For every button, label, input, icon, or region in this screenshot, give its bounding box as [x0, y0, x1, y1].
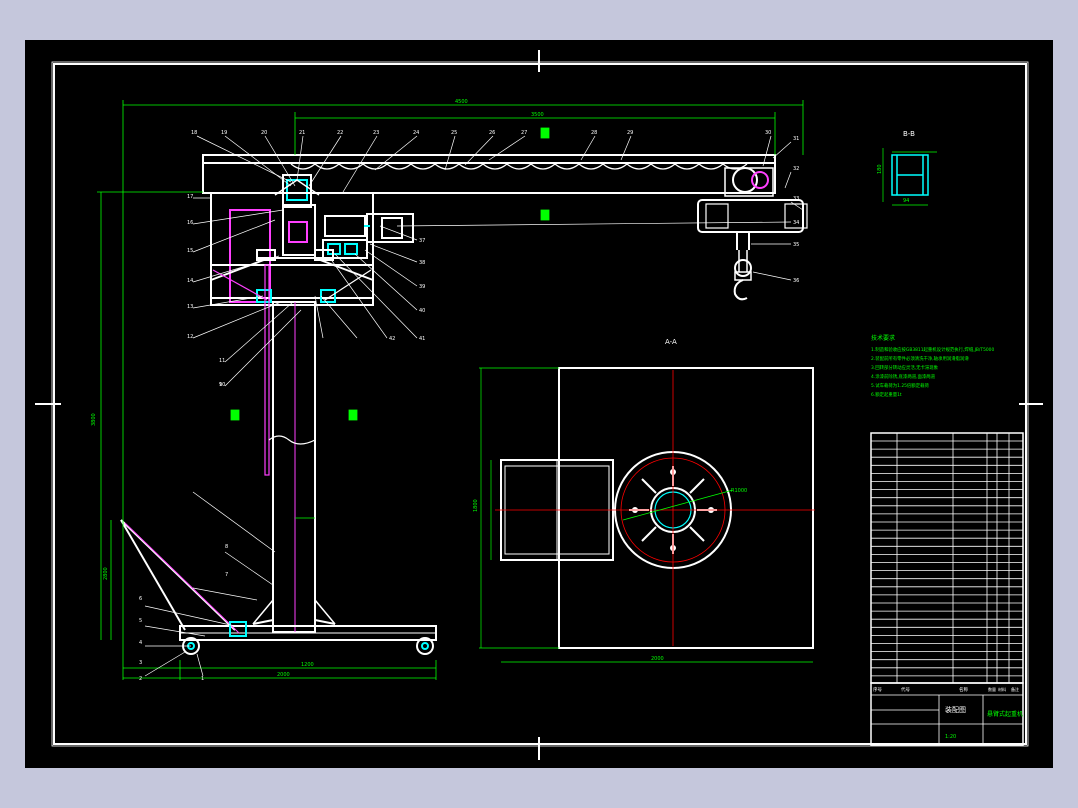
part-number-label: 31 — [793, 136, 799, 142]
part-number-label: 12 — [187, 334, 193, 340]
note-line: 5.试车载荷为1.25倍额定载荷 — [871, 382, 929, 389]
part-number-label: 2 — [139, 676, 142, 682]
part-number-label: 41 — [419, 336, 425, 342]
parts-list — [870, 432, 1024, 746]
notes-title: 技术要求 — [871, 334, 895, 342]
dim-base-span: 2000 — [277, 672, 290, 678]
part-number-label: 40 — [419, 308, 425, 314]
section-b-b — [882, 148, 937, 206]
part-number-label: 7 — [225, 572, 228, 578]
part-number-label: 24 — [413, 130, 419, 136]
part-number-label: 8 — [225, 544, 228, 550]
part-number-label: 9 — [219, 382, 222, 388]
part-number-label: 30 — [765, 130, 771, 136]
part-number-label: 20 — [261, 130, 267, 136]
part-number-label: 3 — [139, 660, 142, 666]
dim-overall-height: 3800 — [91, 413, 97, 426]
header-col: 代号 — [901, 686, 910, 693]
part-number-label: 25 — [451, 130, 457, 136]
technical-notes: 技术要求 1.制造和验收应按GB3811起重机设计规范执行,焊缝,JB/T500… — [871, 334, 994, 398]
dim-beam-width: 94 — [903, 198, 909, 204]
part-number-label: 1 — [201, 676, 204, 682]
part-number-label: 15 — [187, 248, 193, 254]
note-line: 2.装配前所有零件必须清洗干净,轴承用润滑脂润滑 — [871, 355, 969, 362]
part-number-label: 4 — [139, 640, 142, 646]
note-line: 4.涂漆前除锈,底漆两道,面漆两道 — [871, 373, 936, 380]
part-number-label: 28 — [591, 130, 597, 136]
note-line: 1.制造和验收应按GB3811起重机设计规范执行,焊缝,JB/T5000 — [871, 346, 994, 353]
part-number-label: 16 — [187, 220, 193, 226]
part-number-label: 36 — [793, 278, 799, 284]
cad-viewport[interactable]: B-B A-A 4500 3500 3800 2800 1200 2000 20… — [25, 40, 1053, 768]
jib-crane-assembly-drawing: B-B A-A 4500 3500 3800 2800 1200 2000 20… — [35, 50, 1043, 760]
sheet-label: 装配图 — [945, 705, 966, 714]
section-view-label: B-B — [903, 130, 915, 138]
drawing-name: 悬臂式起重机 — [987, 710, 1023, 718]
plan-view — [479, 367, 815, 663]
part-number-label: 32 — [793, 166, 799, 172]
dim-plan-width: 2000 — [651, 656, 664, 662]
part-number-label: 33 — [793, 196, 799, 202]
part-number-label: 13 — [187, 304, 193, 310]
part-number-label: 27 — [521, 130, 527, 136]
header-col: 备注 — [1011, 686, 1019, 692]
note-line: 3.回转部分转动应灵活,无卡滞现象 — [871, 364, 939, 371]
part-number-label: 5 — [139, 618, 142, 624]
part-number-label: 6 — [139, 596, 142, 602]
front-view — [120, 154, 808, 655]
dim-plan-depth: 1800 — [473, 499, 479, 512]
header-col: 材料 — [998, 686, 1006, 692]
part-number-label: 29 — [627, 130, 633, 136]
part-number-label: 37 — [419, 238, 425, 244]
part-number-label: 11 — [219, 358, 225, 364]
part-number-label: 10 — [219, 382, 225, 388]
part-number-label: 17 — [187, 194, 193, 200]
part-number-label: 42 — [389, 336, 395, 342]
part-number-label: 19 — [221, 130, 227, 136]
title-block: 序号 代号 名称 数量 材料 备注 装配图 悬臂式起重机 1:20 — [873, 686, 1023, 740]
plan-view-label: A-A — [665, 338, 677, 346]
part-number-label: 23 — [373, 130, 379, 136]
dim-beam-height: 180 — [877, 164, 883, 174]
note-line: 6.额定起重量1t — [871, 391, 902, 398]
part-number-label: 35 — [793, 242, 799, 248]
dimension-lines — [97, 100, 804, 680]
header-col: 数量 — [988, 686, 996, 692]
drawing-scale: 1:20 — [945, 734, 956, 740]
dim-slew-radius: R1000 — [731, 488, 747, 494]
part-number-label: 14 — [187, 278, 193, 284]
dim-overall-arm: 4500 — [455, 99, 468, 105]
part-number-label: 21 — [299, 130, 305, 136]
part-number-label: 34 — [793, 220, 799, 226]
part-number-label: 22 — [337, 130, 343, 136]
header-col: 名称 — [959, 686, 968, 693]
part-number-label: 38 — [419, 260, 425, 266]
dim-column-height: 2800 — [103, 567, 109, 580]
header-col: 序号 — [873, 686, 882, 693]
dim-base-width: 1200 — [301, 662, 314, 668]
part-number-label: 26 — [489, 130, 495, 136]
leader-lines — [144, 135, 804, 677]
dim-trolley-travel: 3500 — [531, 112, 544, 118]
part-number-label: 18 — [191, 130, 197, 136]
part-number-label: 39 — [419, 284, 425, 290]
